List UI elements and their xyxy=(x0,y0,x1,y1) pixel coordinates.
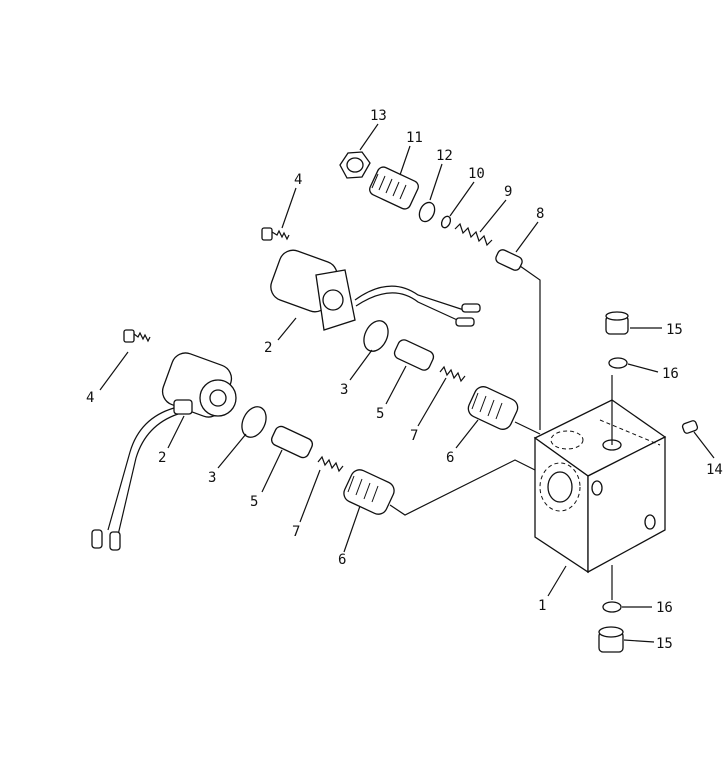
plug-bottom xyxy=(598,626,624,653)
label-2-lower: 2 xyxy=(158,450,166,466)
label-2-upper: 2 xyxy=(264,340,272,356)
label-11: 11 xyxy=(406,130,423,146)
label-10: 10 xyxy=(468,166,485,182)
label-14: 14 xyxy=(706,462,723,478)
label-6-lower: 6 xyxy=(338,552,346,568)
label-15-bottom: 15 xyxy=(656,636,673,652)
valve-8 xyxy=(495,249,523,271)
upper-solenoid xyxy=(270,249,481,331)
plunger-lower xyxy=(270,425,314,459)
o-ring-bottom xyxy=(602,601,622,613)
spring-9 xyxy=(454,222,493,247)
valve-block xyxy=(533,399,667,574)
label-7-upper: 7 xyxy=(410,428,418,444)
part-labels: 13 11 12 10 9 8 4 2 3 5 7 6 4 2 3 5 7 6 … xyxy=(86,108,723,652)
label-16-bottom: 16 xyxy=(656,600,673,616)
label-15-top: 15 xyxy=(666,322,683,338)
bolt-upper xyxy=(261,227,290,241)
label-12: 12 xyxy=(436,148,453,164)
plug-right xyxy=(681,420,699,434)
label-16-top: 16 xyxy=(662,366,679,382)
spring-upper xyxy=(439,365,466,383)
label-3-upper: 3 xyxy=(340,382,348,398)
o-ring-upper xyxy=(363,320,389,352)
coil-sleeve-upper xyxy=(369,166,419,210)
lower-solenoid xyxy=(91,352,237,551)
label-1: 1 xyxy=(538,598,546,614)
label-7-lower: 7 xyxy=(292,524,300,540)
ring-10 xyxy=(440,215,452,229)
leader-lines xyxy=(99,123,715,643)
o-ring-top xyxy=(608,357,628,369)
label-6-upper: 6 xyxy=(446,450,454,466)
plug-top xyxy=(605,311,629,335)
upper-cartridge-stack xyxy=(339,151,523,271)
label-5-upper: 5 xyxy=(376,406,384,422)
label-4-lower: 4 xyxy=(86,390,94,406)
label-3-lower: 3 xyxy=(208,470,216,486)
label-13: 13 xyxy=(370,108,387,124)
bolt-lower xyxy=(123,329,151,343)
sleeve-lower xyxy=(343,469,395,515)
label-9: 9 xyxy=(504,184,512,200)
sleeve-upper xyxy=(467,386,519,430)
label-5-lower: 5 xyxy=(250,494,258,510)
o-ring-lower xyxy=(241,406,267,438)
nut xyxy=(339,151,371,179)
label-4-upper: 4 xyxy=(294,172,302,188)
label-8: 8 xyxy=(536,206,544,222)
plunger-upper xyxy=(393,339,435,371)
o-ring-12 xyxy=(418,201,436,223)
spring-lower xyxy=(317,455,344,473)
